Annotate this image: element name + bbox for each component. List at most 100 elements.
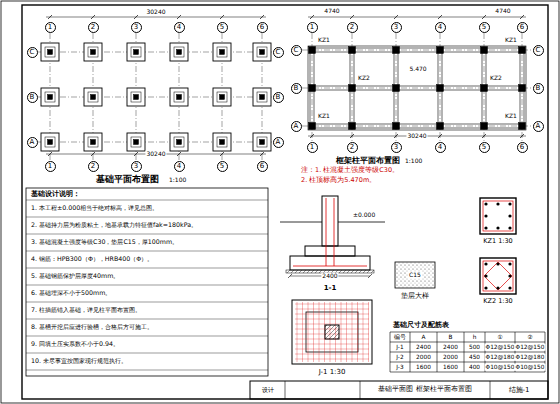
axis-number: 4 bbox=[177, 163, 181, 170]
drawing-title: 基础平面布置图 bbox=[95, 174, 160, 184]
dimension: 30240 bbox=[145, 9, 166, 16]
footing bbox=[170, 88, 188, 106]
detail-title: J-1 1:30 bbox=[318, 368, 347, 376]
table-cell: Φ12@180 bbox=[515, 354, 546, 361]
stirrup bbox=[483, 201, 513, 231]
dimension-tick bbox=[220, 152, 224, 156]
rebar bbox=[295, 354, 369, 355]
axis-bubble: A bbox=[291, 121, 302, 132]
column bbox=[519, 47, 526, 54]
column bbox=[309, 85, 316, 92]
axis-bubble: B bbox=[291, 83, 302, 94]
axis-line bbox=[302, 126, 532, 127]
footing-step bbox=[131, 47, 141, 57]
rebar bbox=[363, 302, 364, 362]
dimension-tick bbox=[310, 134, 314, 138]
column bbox=[481, 85, 488, 92]
table-cell: Φ10@150 bbox=[485, 364, 516, 371]
stirrup bbox=[484, 262, 512, 290]
footing-step bbox=[131, 137, 141, 147]
column bbox=[309, 47, 316, 54]
note: 5. 基础钢筋保护层厚度40mm。 bbox=[30, 272, 120, 279]
rebar-dot bbox=[484, 214, 487, 217]
table-cell: A bbox=[421, 334, 427, 341]
drawing-number: 结施-1 bbox=[508, 386, 531, 394]
rebar bbox=[295, 324, 369, 325]
axis-bubble: 3 bbox=[391, 142, 402, 153]
table-cell: 编号 bbox=[393, 334, 407, 341]
dimension-tick bbox=[438, 134, 442, 138]
rebar-dot bbox=[484, 226, 487, 229]
axis-number: 2 bbox=[91, 163, 95, 170]
table-rule bbox=[26, 336, 268, 337]
footing bbox=[127, 133, 145, 151]
table-cell: J-1 bbox=[395, 344, 404, 351]
axis-bubble: B bbox=[533, 83, 544, 94]
dimension-tick bbox=[350, 134, 354, 138]
table-rule bbox=[26, 319, 268, 320]
kz2-section bbox=[480, 258, 516, 294]
footing-step bbox=[305, 246, 355, 256]
dimension-tick bbox=[482, 15, 486, 19]
axis-number: B bbox=[536, 85, 541, 92]
axis-bubble: 5 bbox=[479, 142, 490, 153]
column bbox=[220, 50, 225, 55]
notes-table bbox=[26, 188, 268, 376]
axis-bubble: 2 bbox=[347, 22, 358, 33]
column bbox=[177, 50, 182, 55]
dimension-tick bbox=[48, 152, 52, 156]
rebar bbox=[313, 302, 314, 362]
axis-bubble: 3 bbox=[391, 22, 402, 33]
rebar-dot bbox=[508, 214, 511, 217]
column-tag: KZ1 bbox=[317, 37, 331, 44]
table-cell: 2000 bbox=[415, 354, 432, 361]
footing-step bbox=[174, 137, 184, 147]
rebar-dot bbox=[508, 274, 511, 277]
column bbox=[48, 140, 53, 145]
rebar-dots bbox=[484, 202, 511, 289]
table-cell: Φ12@150 bbox=[515, 344, 546, 351]
axis-bubble: 5 bbox=[217, 22, 228, 33]
dimension-tick bbox=[310, 15, 314, 19]
table-cell: Φ12@150 bbox=[485, 344, 516, 351]
title-divider bbox=[285, 381, 286, 399]
column bbox=[91, 50, 96, 55]
table-cell: Φ10@150 bbox=[515, 364, 546, 371]
column bbox=[177, 95, 182, 100]
rebar bbox=[352, 302, 353, 362]
dimension-line bbox=[46, 17, 266, 18]
axis-number: 1 bbox=[310, 24, 314, 31]
rebar-dot bbox=[484, 286, 487, 289]
kz1-section bbox=[480, 198, 516, 234]
rebar-dot bbox=[508, 202, 511, 205]
note: 7. 柱插筋锚入基础，详见柱平面布置图。 bbox=[30, 306, 142, 313]
footing bbox=[84, 43, 102, 61]
column bbox=[260, 140, 265, 145]
column bbox=[349, 47, 356, 54]
axis-bubble: 4 bbox=[174, 161, 185, 172]
title-divider bbox=[490, 381, 491, 399]
beam bbox=[312, 128, 522, 129]
ground-line bbox=[280, 222, 322, 223]
axis-number: C bbox=[30, 49, 35, 56]
axis-bubble: 4 bbox=[435, 22, 446, 33]
axis-bubble: 6 bbox=[257, 161, 268, 172]
bedding-detail bbox=[395, 262, 435, 288]
axis-number: B bbox=[294, 85, 299, 92]
table-rule bbox=[26, 370, 268, 371]
axis-number: 5 bbox=[482, 24, 486, 31]
table-cell: ① bbox=[496, 334, 503, 341]
column bbox=[393, 123, 400, 130]
axis-bubble: 1 bbox=[45, 22, 56, 33]
rebar bbox=[334, 198, 335, 266]
elevation: 5.470 bbox=[408, 66, 427, 73]
column bbox=[91, 95, 96, 100]
column bbox=[91, 140, 96, 145]
note: 2. 柱顶标高为5.470m。 bbox=[300, 177, 377, 184]
table-rule bbox=[26, 302, 268, 303]
dimension-tick bbox=[438, 15, 442, 19]
axis-number: A bbox=[294, 123, 299, 130]
axis-number: B bbox=[276, 94, 281, 101]
footing bbox=[127, 43, 145, 61]
axis-number: 4 bbox=[438, 24, 442, 31]
